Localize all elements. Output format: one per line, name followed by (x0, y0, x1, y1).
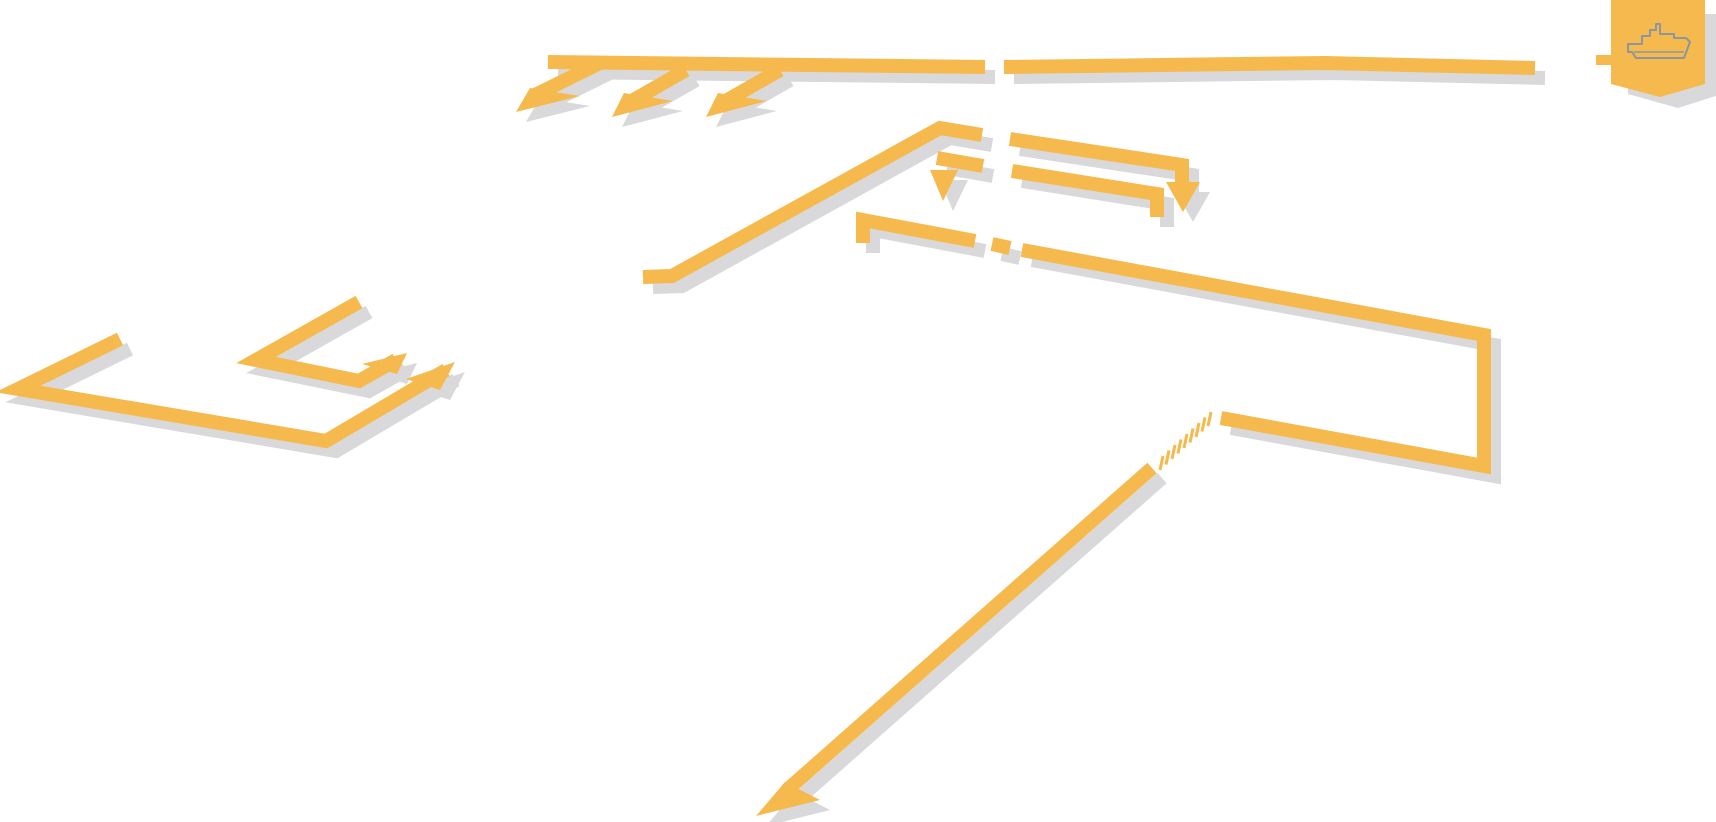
route-middle-arrows (930, 151, 1164, 217)
ship-icon (1627, 23, 1691, 59)
junction-hatch-mark (1176, 439, 1183, 454)
route-middle-arrows-arrowhead (930, 170, 958, 201)
route-top-forks-arrowhead (706, 93, 767, 117)
route-left-chevron-shadow-segment (246, 305, 410, 399)
route-top-forks-arrowhead (516, 88, 580, 112)
route-top-long-shadow-segment (1013, 65, 1546, 85)
route-left-chevron-segment (236, 295, 400, 389)
junction-hatch-mark (1164, 450, 1171, 465)
route-middle-diagonal-shadow-segment (652, 130, 994, 294)
junction-hatch-mark (1206, 411, 1213, 427)
route-middle-arrows-segment (1010, 164, 1164, 217)
route-long-southwest-arrowhead (756, 782, 820, 816)
badge-connector (1596, 55, 1612, 65)
route-left-chevron-arrowhead (406, 362, 455, 390)
route-left-chevron-shadow-segment (5, 342, 460, 459)
route-middle-diagonal-arrowhead (1166, 182, 1200, 212)
junction-hatch-mark (1170, 444, 1177, 460)
badge-shape (1611, 0, 1705, 97)
junction-hatch-mark (1194, 422, 1201, 438)
ship-hull (1627, 23, 1691, 59)
route-large-loop (856, 211, 1491, 475)
junction-hatch-mark (1188, 428, 1195, 443)
route-middle-arrows-shadow-segment (945, 161, 995, 183)
route-long-southwest-segment (782, 462, 1157, 796)
route-middle-arrows-shadow-segment (1020, 174, 1174, 227)
route-large-loop-shadow-segment (1030, 253, 1501, 485)
route-long-southwest-shadow (769, 472, 1167, 822)
route-left-chevron-segment (0, 332, 450, 449)
route-top-forks-arrowhead (612, 93, 673, 117)
junction-hatch (1158, 411, 1213, 471)
route-long-southwest-shadow-segment (792, 472, 1167, 806)
route-large-loop-shadow-segment (866, 221, 987, 258)
route-middle-diagonal (642, 120, 1200, 284)
route-large-loop-shadow (866, 221, 1501, 485)
ship-badge (1596, 0, 1716, 108)
route-left-chevron-arrowhead-shadow (372, 363, 417, 384)
route-left-chevron-shadow (5, 305, 465, 459)
route-top-long-segment (1003, 55, 1536, 75)
route-left-chevron-arrowhead (362, 353, 407, 374)
route-long-southwest-arrowhead-shadow (769, 792, 830, 822)
route-large-loop-segment (1020, 243, 1491, 475)
route-left-chevron (0, 295, 455, 449)
route-large-loop-segment (990, 237, 1012, 255)
route-top-long-segment (547, 55, 986, 74)
route-middle-diagonal-segment (1008, 132, 1189, 187)
route-middle-diagonal-segment (642, 120, 984, 284)
routes-layer (0, 55, 1536, 816)
route-large-loop-shadow-segment (1000, 247, 1022, 265)
junction-hatch-mark (1158, 455, 1165, 471)
route-shadows (5, 65, 1546, 822)
route-middle-arrows-segment (935, 151, 985, 173)
route-large-loop-segment (856, 211, 977, 248)
route-top-forks-segment (531, 56, 604, 102)
route-long-southwest (756, 462, 1157, 816)
junction-hatch-mark (1182, 433, 1189, 449)
route-top-long (547, 55, 1536, 75)
junction-hatch-mark (1200, 417, 1207, 432)
route-top-forks (516, 56, 784, 117)
